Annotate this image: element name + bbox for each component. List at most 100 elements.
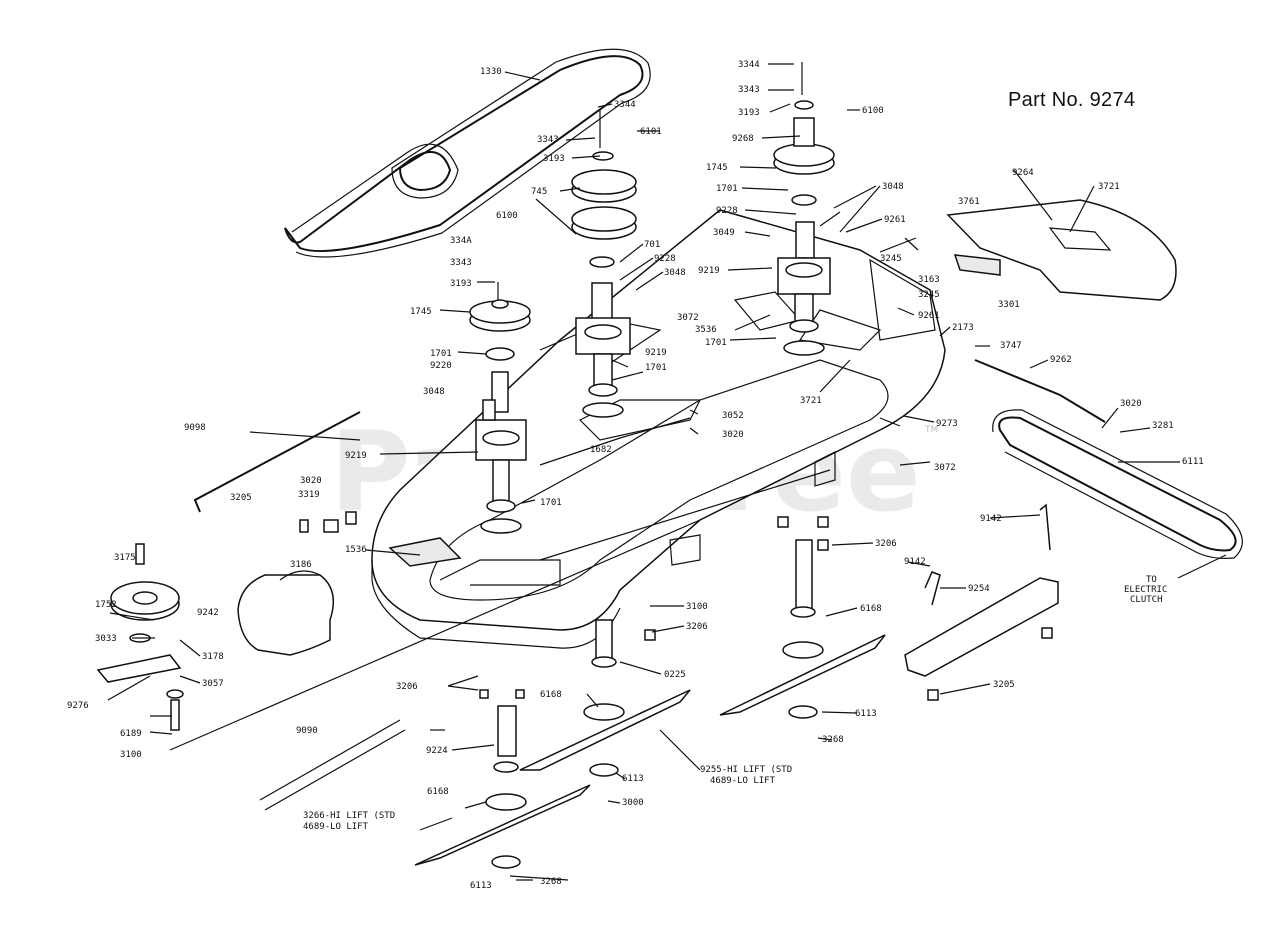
label-3205-b: 3205	[993, 680, 1015, 690]
label-9262: 9262	[1050, 355, 1072, 365]
label-3319: 3319	[298, 490, 320, 500]
label-6168-c: 6168	[860, 604, 882, 614]
label-3193-c: 3193	[738, 108, 760, 118]
label-1701-d1: 1701	[705, 338, 727, 348]
label-9255-hi-lift: 9255-HI LIFT (STD	[700, 765, 792, 775]
label-6168-b: 6168	[540, 690, 562, 700]
label-3186: 3186	[290, 560, 312, 570]
label-3268: 3268	[540, 877, 562, 887]
label-9228: 9228	[654, 254, 676, 264]
label-6113-c: 6113	[855, 709, 877, 719]
label-3721-b: 3721	[800, 396, 822, 406]
spindle-right	[773, 62, 835, 356]
clutch-note-line-2: ELECTRIC	[1124, 585, 1167, 595]
label-9224: 9224	[426, 746, 448, 756]
label-3020-c: 3020	[1120, 399, 1142, 409]
label-4689-lo-lift-b: 4689-LO LIFT	[710, 776, 776, 786]
label-3175: 3175	[114, 553, 136, 563]
label-3268-b: 3268	[822, 735, 844, 745]
label-9219-b: 9219	[345, 451, 367, 461]
label-9261: 9261	[884, 215, 906, 225]
label-1745: 1745	[410, 307, 432, 317]
label-9219: 9219	[645, 348, 667, 358]
label-3057: 3057	[202, 679, 224, 689]
label-9219-c: 9219	[698, 266, 720, 276]
label-3048-b: 3048	[423, 387, 445, 397]
clutch-note-line-1: TO	[1146, 575, 1157, 585]
label-3193-b: 3193	[450, 279, 472, 289]
blade-right	[719, 539, 886, 719]
callout-lines	[107, 63, 1227, 881]
label-1682: 1682	[590, 445, 612, 455]
deck-cover-9264	[946, 199, 1177, 301]
label-3281: 3281	[1152, 421, 1174, 431]
label-9242: 9242	[197, 608, 219, 618]
belt-1330	[284, 48, 651, 258]
label-6100: 6100	[496, 211, 518, 221]
label-3343: 3343	[537, 135, 559, 145]
label-4689-lo-lift: 4689-LO LIFT	[303, 822, 369, 832]
to-electric-clutch-note: TO ELECTRIC CLUTCH	[1124, 575, 1167, 605]
label-9142: 9142	[980, 514, 1002, 524]
label-3301: 3301	[998, 300, 1020, 310]
hardware	[299, 503, 1053, 701]
label-3052: 3052	[722, 411, 744, 421]
label-3245: 3245	[880, 254, 902, 264]
label-9090: 9090	[296, 726, 318, 736]
label-3206: 3206	[396, 682, 418, 692]
label-3344: 3344	[614, 100, 636, 110]
part-labels: 1330 3344 3343 3193 6101 745 6100 701 92…	[67, 60, 1204, 891]
blade-left	[414, 705, 591, 869]
label-9261-b: 9261	[918, 311, 940, 321]
label-9254: 9254	[968, 584, 990, 594]
blade-center	[519, 619, 691, 777]
label-3205: 3205	[230, 493, 252, 503]
label-6111: 6111	[1182, 457, 1204, 467]
label-2173: 2173	[952, 323, 974, 333]
label-6168: 6168	[427, 787, 449, 797]
label-9273: 9273	[936, 419, 958, 429]
label-3072: 3072	[677, 313, 699, 323]
label-3536: 3536	[695, 325, 717, 335]
label-6189: 6189	[120, 729, 142, 739]
label-701: 701	[644, 240, 660, 250]
label-3178: 3178	[202, 652, 224, 662]
label-3266-hi-lift: 3266-HI LIFT (STD	[303, 811, 395, 821]
label-1536: 1536	[345, 545, 367, 555]
belt-guard-9242	[237, 570, 335, 656]
label-6100-b: 6100	[862, 106, 884, 116]
label-9264: 9264	[1012, 168, 1034, 178]
label-3048-c: 3048	[882, 182, 904, 192]
label-9276: 9276	[67, 701, 89, 711]
label-1752: 1752	[95, 600, 117, 610]
label-9268: 9268	[732, 134, 754, 144]
label-3245-b: 3245	[918, 290, 940, 300]
idler-pulley-1752	[96, 543, 184, 731]
label-9142-b: 9142	[904, 557, 926, 567]
label-3343-b: 3343	[450, 258, 472, 268]
label-0225: 0225	[664, 670, 686, 680]
part-number-title: Part No. 9274	[1008, 89, 1136, 111]
label-1701-d: 1701	[716, 184, 738, 194]
label-1701-b: 1701	[430, 349, 452, 359]
label-3206-b: 3206	[686, 622, 708, 632]
label-3761: 3761	[958, 197, 980, 207]
spindle-center	[571, 110, 637, 418]
label-3100: 3100	[120, 750, 142, 760]
label-3163: 3163	[918, 275, 940, 285]
label-3721: 3721	[1098, 182, 1120, 192]
label-3020: 3020	[300, 476, 322, 486]
label-3343-c: 3343	[738, 85, 760, 95]
belt-6111	[992, 409, 1243, 559]
label-3033: 3033	[95, 634, 117, 644]
label-1330: 1330	[480, 67, 502, 77]
label-3048: 3048	[664, 268, 686, 278]
label-6113-b: 6113	[470, 881, 492, 891]
label-6113: 6113	[622, 774, 644, 784]
label-3049: 3049	[713, 228, 735, 238]
bracket-9254	[669, 451, 1059, 677]
label-3100-b: 3100	[686, 602, 708, 612]
label-6101: 6101	[640, 127, 662, 137]
label-3747: 3747	[1000, 341, 1022, 351]
